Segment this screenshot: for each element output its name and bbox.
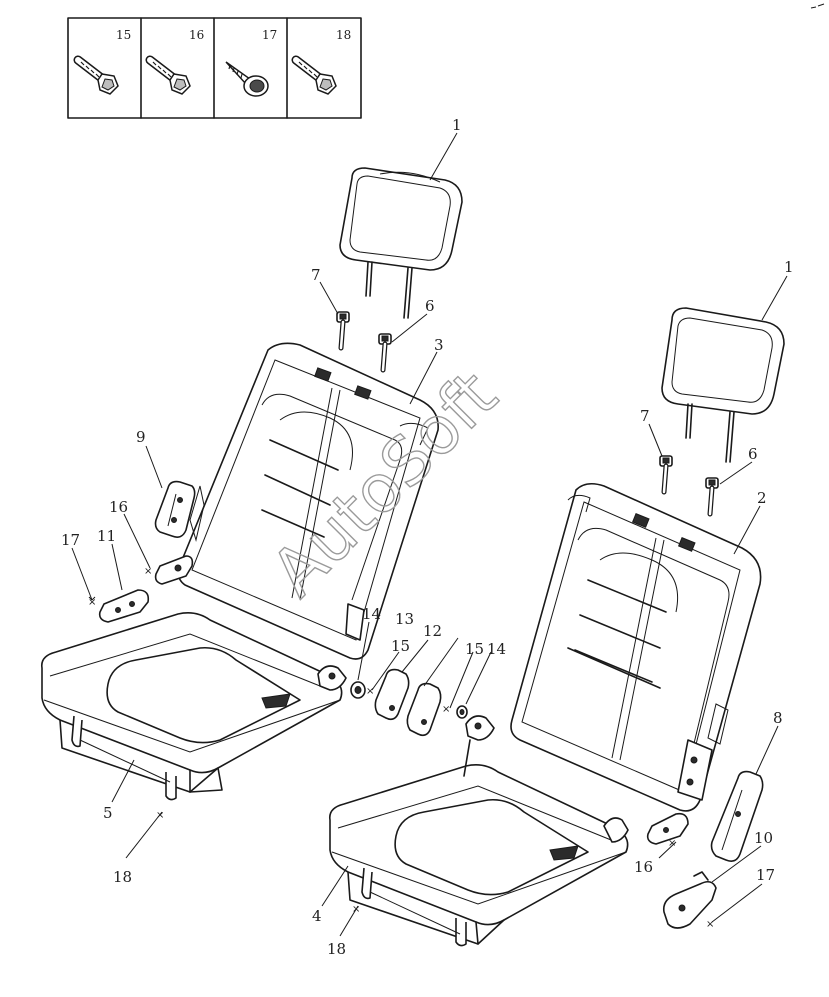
hex-flange-bolt-icon	[296, 60, 336, 94]
callout-left-bolt-16: 16	[109, 498, 128, 516]
callout-center-cover-13: 13	[395, 610, 414, 628]
callout-right-guide-7: 7	[640, 407, 650, 425]
right-cushion	[328, 715, 629, 947]
leader-lines: × × × × × × × ×	[71, 132, 788, 937]
left-headrest-guide-7	[337, 312, 349, 348]
callout-center-washer-14b: 14	[487, 640, 506, 658]
callout-left-seatback: 3	[434, 336, 444, 354]
center-washer-14a	[350, 681, 366, 699]
callout-right-cushion: 4	[312, 907, 322, 925]
callout-center-bolt-15b: 15	[465, 640, 484, 658]
right-headrest-guide-7	[660, 456, 672, 492]
right-lower-cover	[662, 871, 717, 929]
right-hinge-bracket	[646, 739, 713, 845]
left-lower-cover	[98, 589, 150, 623]
callout-left-screw-17: 17	[61, 531, 80, 549]
svg-text:×: ×	[442, 704, 450, 715]
callout-left-guide-7: 7	[311, 266, 321, 284]
left-seatback	[177, 342, 439, 660]
fastener-box-label-15: 15	[116, 28, 131, 42]
callout-center-bolt-15a: 15	[391, 637, 410, 655]
svg-text:×: ×	[144, 566, 152, 577]
svg-text:×: ×	[706, 919, 714, 930]
left-back-bracket	[154, 555, 194, 585]
callout-right-bolt-16: 16	[634, 858, 653, 876]
svg-text:×: ×	[366, 686, 374, 697]
left-hinge-cover	[154, 480, 196, 538]
right-headrest	[661, 307, 785, 463]
callout-left-guide-6: 6	[425, 297, 435, 315]
self-tapping-screw-icon	[225, 61, 269, 97]
callout-left-cushion: 5	[103, 804, 113, 822]
callout-right-hinge-cover: 8	[773, 709, 783, 727]
callout-right-screw-17: 17	[756, 866, 775, 884]
corner-mark	[810, 3, 825, 9]
callout-left-lower-cover: 11	[97, 527, 116, 545]
callout-right-bolt-18: 18	[327, 940, 346, 958]
fastener-box-label-16: 16	[189, 28, 204, 42]
svg-text:×: ×	[88, 597, 96, 608]
callout-center-cover-12: 12	[423, 622, 442, 640]
callout-left-bolt-18: 18	[113, 868, 132, 886]
svg-text:×: ×	[352, 904, 360, 915]
callout-right-lower-cover: 10	[754, 829, 773, 847]
right-headrest-guide-6	[706, 478, 718, 514]
callout-right-seatback: 2	[757, 489, 767, 507]
left-headrest-guide-6	[379, 334, 391, 370]
center-cover-13	[374, 668, 410, 721]
callout-right-headrest: 1	[784, 258, 794, 276]
callout-labels: 1 1 2 3 4 5 6 6 7 7 8 9 10 11 12 13 14 1…	[61, 116, 794, 958]
callout-left-headrest: 1	[452, 116, 462, 134]
callout-center-washer-14a: 14	[362, 605, 381, 623]
hex-flange-bolt-icon	[150, 60, 190, 94]
left-headrest	[339, 167, 463, 319]
callout-right-guide-6: 6	[748, 445, 758, 463]
center-cover-12	[406, 682, 442, 737]
fastener-box-label-18: 18	[336, 28, 351, 42]
right-seatback	[510, 482, 762, 812]
fastener-box-label-17: 17	[262, 28, 277, 42]
svg-text:×: ×	[668, 838, 676, 849]
left-cushion	[40, 612, 347, 801]
svg-text:×: ×	[156, 810, 164, 821]
center-washer-14b	[456, 705, 468, 719]
callout-left-hinge-cover: 9	[136, 428, 146, 446]
hex-flange-bolt-icon	[78, 60, 118, 94]
right-hinge-cover	[710, 770, 764, 862]
fastener-reference-box: 15 16 17 18	[67, 17, 362, 119]
